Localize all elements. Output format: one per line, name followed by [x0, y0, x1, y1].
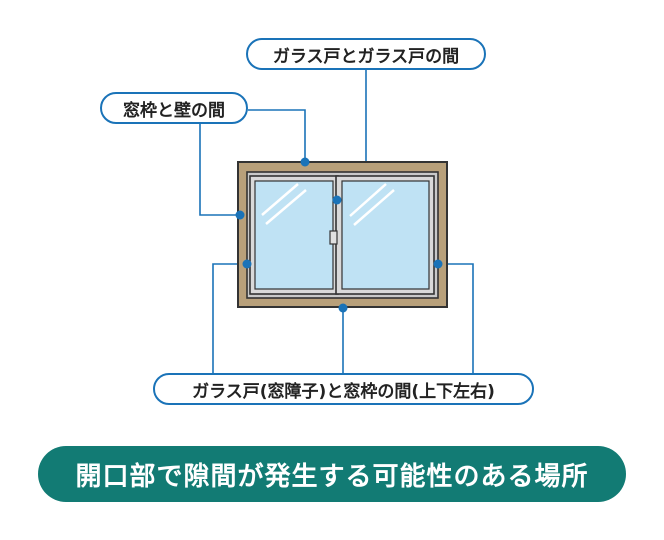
left-glass-reflection [261, 183, 307, 225]
dot-left-frame [235, 210, 245, 220]
left-glass [254, 180, 334, 290]
label-sash-frame-gap: ガラス戸(窓障子)と窓枠の間(上下左右) [153, 373, 534, 405]
dot-bottom-sash [338, 303, 348, 313]
dot-top-frame [300, 157, 310, 167]
leader-line-frame-wall-left [199, 110, 240, 216]
dot-right-sash [433, 259, 443, 269]
caption-banner: 開口部で隙間が発生する可能性のある場所 [38, 446, 626, 502]
leader-line-frame-wall [248, 109, 306, 162]
leader-line-sash-right [438, 263, 474, 373]
label-glass-gap: ガラス戸とガラス戸の間 [246, 38, 486, 70]
right-glass-reflection [349, 183, 395, 226]
dot-left-sash [242, 259, 252, 269]
dot-center-glass [332, 195, 342, 205]
leader-dots [235, 157, 443, 313]
leader-line-sash-left [212, 263, 247, 373]
window-lock [329, 230, 338, 245]
label-frame-wall-gap: 窓枠と壁の間 [100, 92, 248, 124]
